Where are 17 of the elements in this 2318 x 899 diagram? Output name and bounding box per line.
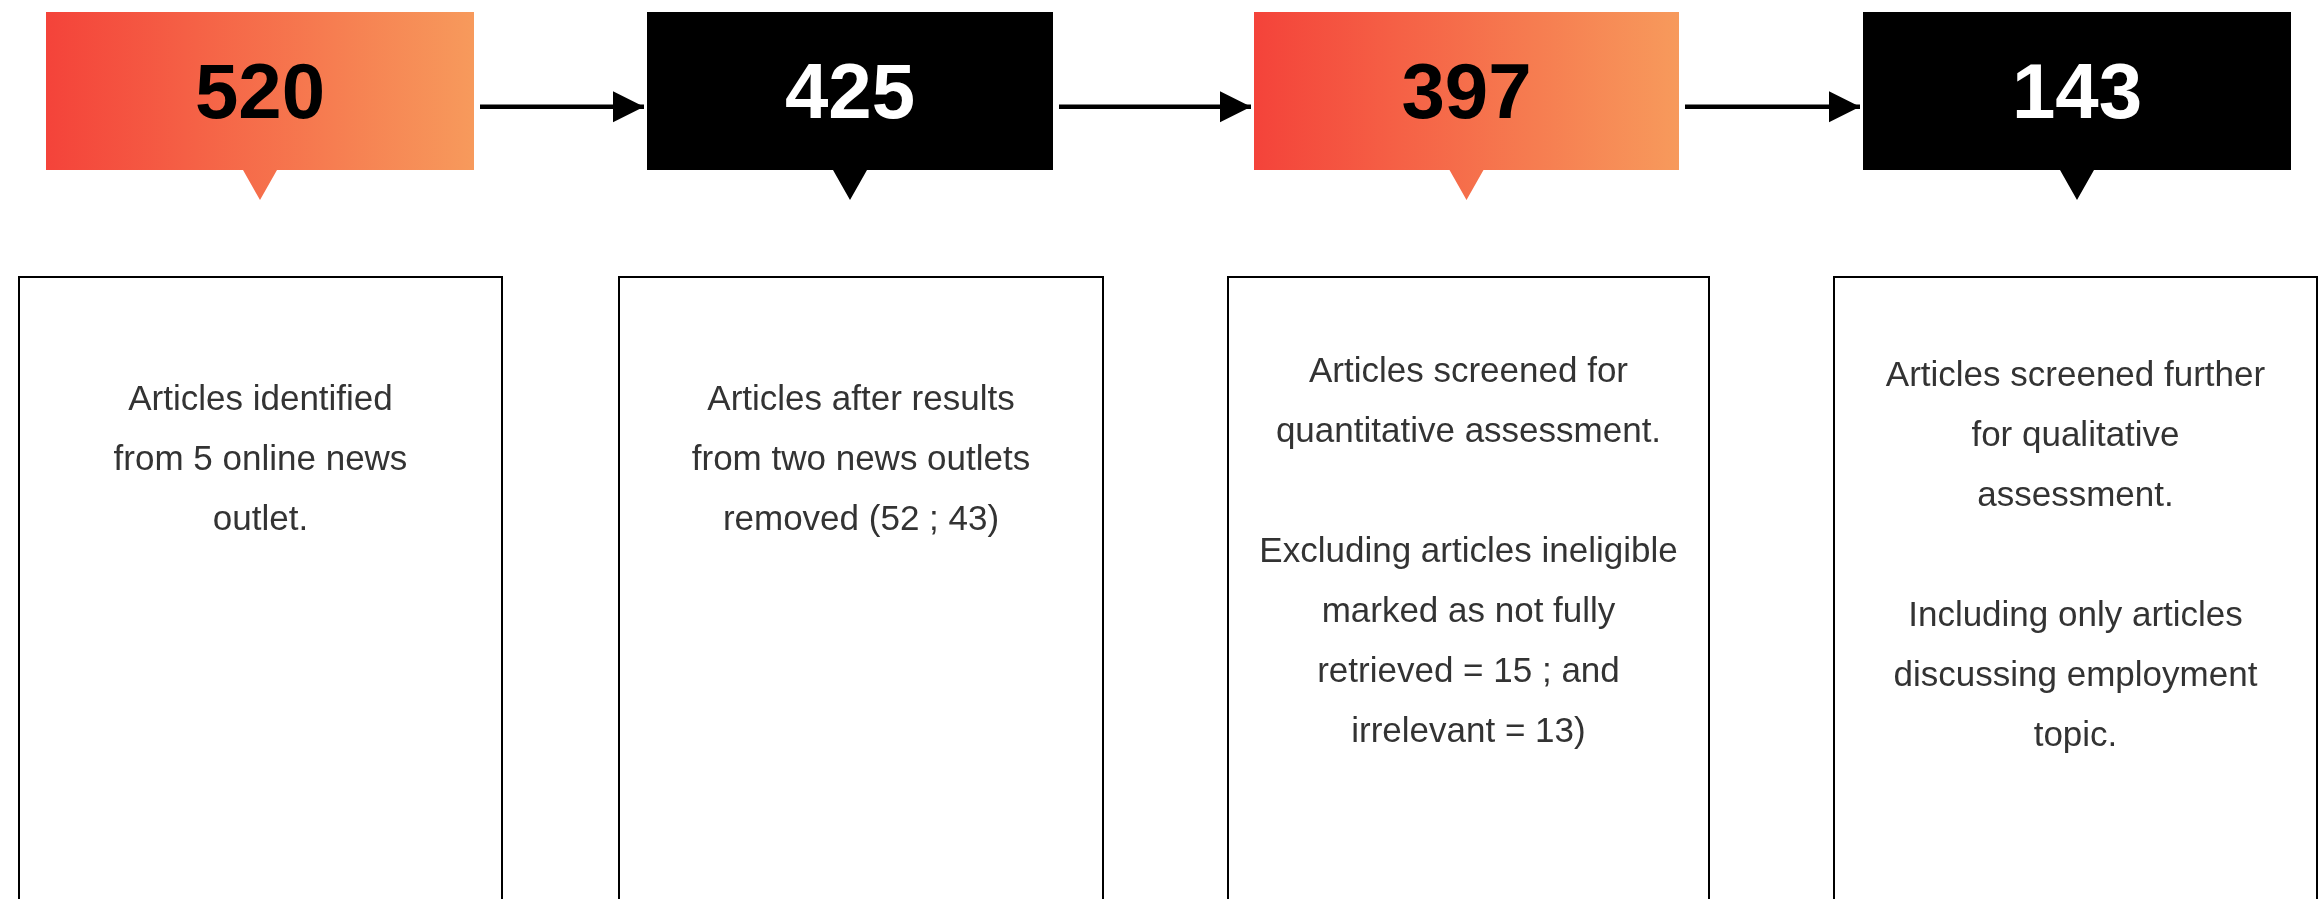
count-number: 397 xyxy=(1401,52,1532,130)
count-number: 143 xyxy=(2011,52,2143,130)
description-text: Excluding articles ineligible marked as not fully retrieved = 15 ; and irrelevant = 13) xyxy=(1258,529,1679,751)
description-text: Including only articles discussing employment topic. xyxy=(1892,593,2259,755)
arrow xyxy=(480,91,644,123)
count-number: 520 xyxy=(194,52,326,130)
description-text: Articles identified from 5 online news outlet. xyxy=(112,377,409,539)
text-box xyxy=(1227,276,1710,899)
text-box xyxy=(18,276,503,899)
description-text: Articles screened for quantitative assessment. xyxy=(1274,349,1663,451)
arrow xyxy=(1059,91,1251,123)
count-number: 425 xyxy=(784,52,916,130)
text-box xyxy=(618,276,1104,899)
arrow xyxy=(1685,91,1860,123)
description-text: Articles after results from two news outlets removed (52 ; 43) xyxy=(690,377,1032,539)
text-box xyxy=(1833,276,2318,899)
description-text: Articles screened further for qualitative assessment. xyxy=(1884,353,2267,515)
